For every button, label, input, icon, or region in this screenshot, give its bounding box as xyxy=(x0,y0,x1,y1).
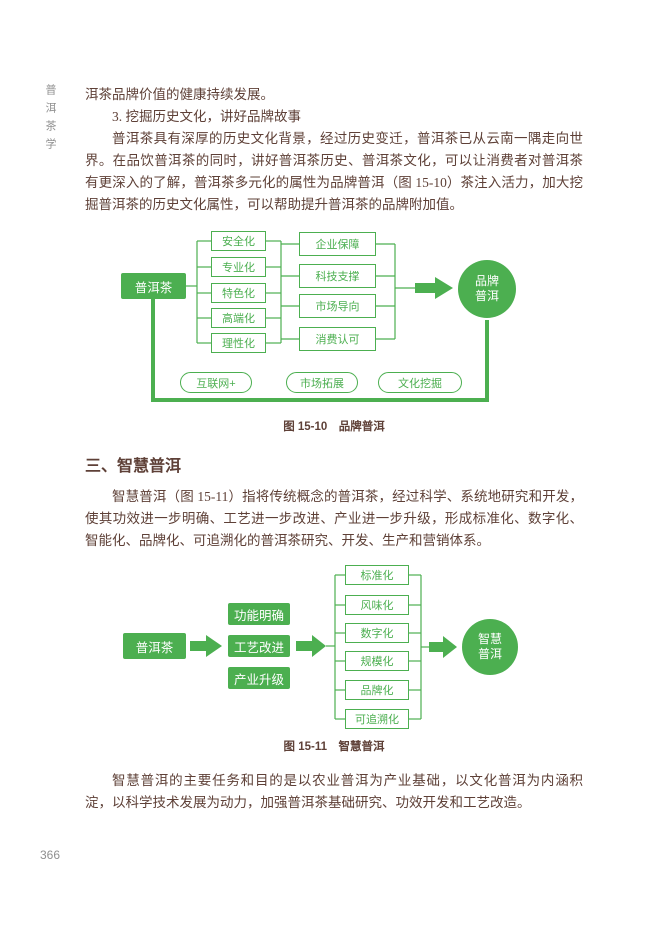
figure2-outcome-box: 规模化 xyxy=(345,651,409,671)
figure-brand-puer-diagram: 普洱茶 安全化 专业化 特色化 高端化 理性化 企业保障 科技支撑 市场导向 消… xyxy=(85,224,585,412)
paragraph-intro: 普洱茶具有深厚的历史文化背景，经过历史变迁，普洱茶已从云南一隅走向世界。在品饮普… xyxy=(85,131,583,212)
paragraph-closing: 智慧普洱的主要任务和目的是以农业普洱为产业基础，以文化普洱为内涵积淀，以科学技术… xyxy=(85,773,583,810)
figure1-bottom-oval: 市场拓展 xyxy=(286,372,358,393)
figure2-outcome-box: 品牌化 xyxy=(345,680,409,700)
figure1-middle-box: 安全化 xyxy=(211,231,266,251)
section-heading: 三、智慧普洱 xyxy=(85,458,182,475)
figure2-outcome-box: 数字化 xyxy=(345,623,409,643)
figure1-support-box: 企业保障 xyxy=(299,232,376,256)
figure1-feedback-line xyxy=(151,299,489,402)
page-number: 366 xyxy=(40,848,61,862)
arrow-right-icon xyxy=(429,636,457,658)
figure1-bottom-oval: 互联网+ xyxy=(180,372,252,393)
figure2-caption: 图 15-11 智慧普洱 xyxy=(283,741,385,753)
figure1-middle-box: 特色化 xyxy=(211,283,266,303)
figure2-process-box: 工艺改进 xyxy=(228,635,290,657)
figure2-result-circle: 智慧普洱 xyxy=(462,619,518,675)
figure2-source-box: 普洱茶 xyxy=(123,633,186,659)
book-spine-title: 普洱茶学 xyxy=(44,84,56,156)
figure2-outcome-box: 标准化 xyxy=(345,565,409,585)
figure1-middle-box: 理性化 xyxy=(211,333,266,353)
figure2-result-label: 智慧普洱 xyxy=(477,632,502,661)
figure2-connectors xyxy=(190,574,457,720)
figure1-support-box: 消费认可 xyxy=(299,327,376,351)
figure2-outcome-box: 可追溯化 xyxy=(345,709,409,729)
figure2-process-box: 功能明确 xyxy=(228,603,290,625)
figure2-process-box: 产业升级 xyxy=(228,667,290,689)
figure1-result-label: 品牌普洱 xyxy=(474,274,499,303)
figure1-source-box: 普洱茶 xyxy=(121,273,186,299)
figure1-connectors xyxy=(151,240,489,402)
figure1-support-box: 科技支撑 xyxy=(299,264,376,288)
arrow-right-icon xyxy=(190,635,222,657)
figure1-middle-box: 专业化 xyxy=(211,257,266,277)
figure1-middle-box: 高端化 xyxy=(211,308,266,328)
page-content: 洱茶品牌价值的健康持续发展。 3. 挖掘历史文化，讲好品牌故事 普洱茶具有深厚的… xyxy=(85,84,583,814)
arrow-right-icon xyxy=(415,277,453,299)
figure-smart-puer-diagram: 普洱茶 功能明确 工艺改进 产业升级 标准化 风味化 数字化 规模化 品牌化 可… xyxy=(85,560,585,732)
arrow-right-icon xyxy=(296,635,326,657)
paragraph-continuation: 洱茶品牌价值的健康持续发展。 xyxy=(85,87,274,102)
figure1-support-box: 市场导向 xyxy=(299,294,376,318)
figure1-caption: 图 15-10 品牌普洱 xyxy=(283,421,385,433)
figure2-outcome-box: 风味化 xyxy=(345,595,409,615)
sub-heading: 3. 挖掘历史文化，讲好品牌故事 xyxy=(112,109,301,124)
figure1-bottom-oval: 文化挖掘 xyxy=(378,372,462,393)
paragraph-section: 智慧普洱（图 15-11）指将传统概念的普洱茶，经过科学、系统地研究和开发，使其… xyxy=(85,489,583,548)
figure1-result-circle: 品牌普洱 xyxy=(458,260,516,318)
